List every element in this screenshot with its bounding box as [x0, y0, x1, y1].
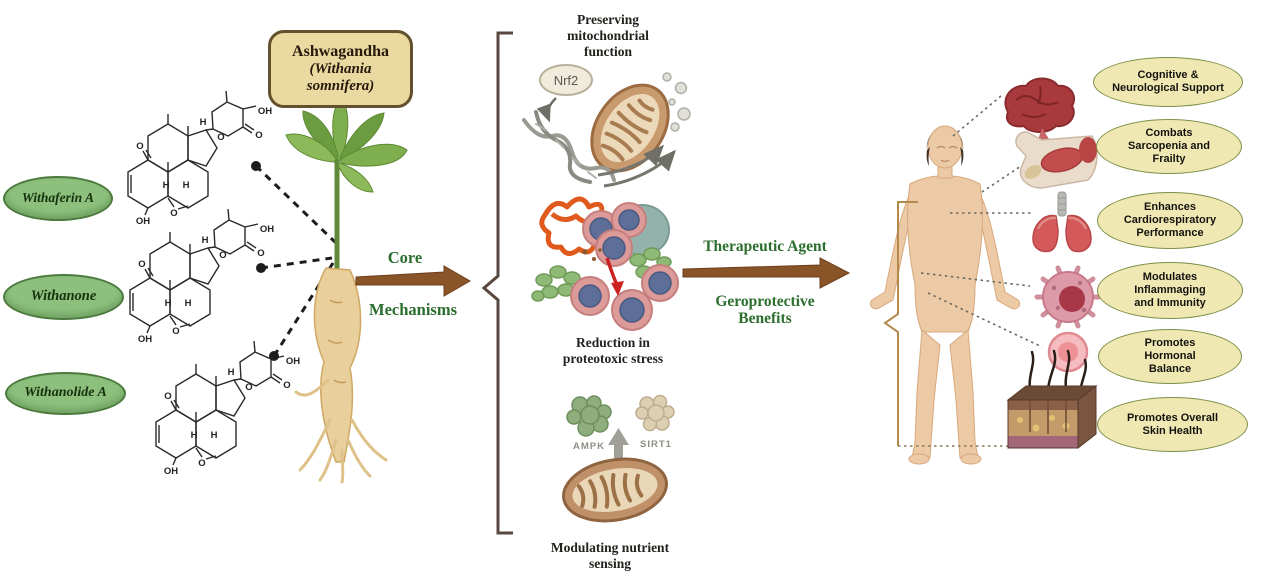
dna-icon [522, 110, 616, 184]
compound-ellipse-withanone: Withanone [3, 274, 124, 320]
proteotoxic-stress-illustration [531, 196, 679, 331]
benefit-label: Modulates Inflammaging and Immunity [1134, 271, 1206, 309]
geroprotective-benefits-label: Geroprotective Benefits [715, 292, 815, 327]
atom-label: H [211, 430, 218, 441]
immune-cell-icon [1034, 265, 1102, 329]
atom-label: OH [164, 466, 178, 477]
molecule-withanolide-a: O OH O O H H H OH O [155, 340, 300, 477]
molecule-withaferin-a: O OH O O H H H OH O [127, 90, 272, 227]
brain-icon [1004, 77, 1076, 143]
benefit-label: Combats Sarcopenia and Frailty [1128, 127, 1210, 165]
atom-label: O [257, 248, 264, 259]
atom-label: O [136, 141, 143, 152]
body-right-arm [973, 188, 1021, 310]
benefit-ellipse-skin: Promotes Overall Skin Health [1097, 397, 1248, 452]
atom-label: O [219, 250, 226, 261]
plant-leaves [285, 98, 408, 193]
atom-label: H [165, 298, 172, 309]
atom-label: O [283, 380, 290, 391]
atom-label: H [163, 180, 170, 191]
degradation-dots [582, 248, 602, 261]
body-face-lines [936, 145, 958, 163]
muscle-arm-icon [1015, 131, 1098, 189]
clearance-arrow [605, 257, 624, 296]
atom-label: O [172, 326, 179, 337]
ashwagandha-title-box: Ashwagandha (Withania somnifera) [268, 30, 413, 108]
body-right-foot [960, 453, 982, 465]
core-mechanisms-arrow [355, 265, 472, 297]
benefit-ellipse-hormonal: Promotes Hormonal Balance [1098, 329, 1242, 384]
human-body-illustration [869, 125, 1021, 465]
skin-icon [1006, 349, 1098, 450]
core-label: Core [387, 247, 423, 267]
nrf2-to-dna-arrow [536, 97, 557, 123]
mitochondrial-function-illustration [522, 64, 691, 188]
atom-label: O [245, 382, 252, 393]
atom-label: H [202, 235, 209, 246]
benefit-label: Enhances Cardiorespiratory Performance [1123, 201, 1217, 239]
body-torso [907, 175, 983, 333]
sirt1-protein-cluster [635, 394, 675, 432]
atom-label: H [228, 367, 235, 378]
ampk-protein-cluster [566, 395, 612, 437]
biogenesis-arrows [597, 144, 676, 188]
atom-label: H [183, 180, 190, 191]
mechanisms-brace [481, 31, 513, 535]
released-bubbles [662, 72, 691, 132]
organ-connector-lines [898, 95, 1043, 447]
atom-label: H [200, 117, 207, 128]
atom-label: H [185, 298, 192, 309]
plant-latin-name: (Withania somnifera) [306, 61, 375, 94]
benefit-label: Cognitive & Neurological Support [1112, 69, 1224, 94]
body-left-leg [911, 328, 941, 459]
ampk-label: AMPK [573, 441, 605, 452]
body-brace [883, 201, 918, 446]
compound-ellipse-withanolide-a: Withanolide A [5, 372, 126, 415]
mitochondrion-icon [562, 457, 668, 523]
nutrient-sensing-illustration [562, 394, 675, 523]
atom-label: OH [260, 224, 274, 235]
atom-label: OH [136, 216, 150, 227]
mechanism-title-proteotoxic: Reduction in proteotoxic stress [562, 335, 664, 366]
mechanism-title-nutrient-sensing: Modulating nutrient sensing [550, 540, 670, 571]
benefit-ellipse-inflammaging: Modulates Inflammaging and Immunity [1097, 262, 1243, 319]
activation-arrow [608, 428, 629, 463]
atom-label: O [138, 259, 145, 270]
compound-label: Withanolide A [24, 385, 107, 401]
therapeutic-agent-label: Therapeutic Agent [703, 238, 827, 256]
body-left-foot [908, 453, 930, 465]
atom-label: O [255, 130, 262, 141]
mechanisms-label: Mechanisms [369, 299, 457, 319]
benefit-ellipse-sarcopenia: Combats Sarcopenia and Frailty [1096, 119, 1242, 174]
healthy-cells [570, 202, 679, 331]
mechanism-title-mitochondrial: Preserving mitochondrial function [567, 12, 649, 59]
atom-label: O [164, 391, 171, 402]
plant-root [294, 267, 388, 484]
atom-label: O [198, 458, 205, 469]
atom-label: O [217, 132, 224, 143]
molecule-withanone: O OH O O H H H OH O [129, 208, 274, 345]
benefit-label: Promotes Overall Skin Health [1126, 411, 1219, 437]
benefit-ellipse-cognitive: Cognitive & Neurological Support [1093, 57, 1243, 107]
atom-label: OH [138, 334, 152, 345]
compound-label: Withaferin A [21, 190, 95, 206]
benefit-ellipse-cardiorespiratory: Enhances Cardiorespiratory Performance [1097, 192, 1243, 249]
body-right-leg [949, 328, 979, 459]
atom-label: O [170, 208, 177, 219]
nrf2-label: Nrf2 [554, 73, 579, 88]
lungs-icon [1032, 191, 1092, 253]
compound-ellipse-withaferin-a: Withaferin A [3, 176, 113, 221]
plant-name: Ashwagandha [292, 43, 389, 61]
benefit-label: Promotes Hormonal Balance [1144, 337, 1196, 375]
compound-label: Withanone [30, 288, 97, 305]
therapeutic-arrow [682, 257, 851, 289]
atom-label: H [191, 430, 198, 441]
ashwagandha-plant-illustration [285, 98, 408, 484]
atom-label: OH [286, 356, 300, 367]
atom-label: OH [258, 106, 272, 117]
sirt1-label: SIRT1 [640, 439, 672, 450]
nrf2-badge [539, 64, 593, 96]
